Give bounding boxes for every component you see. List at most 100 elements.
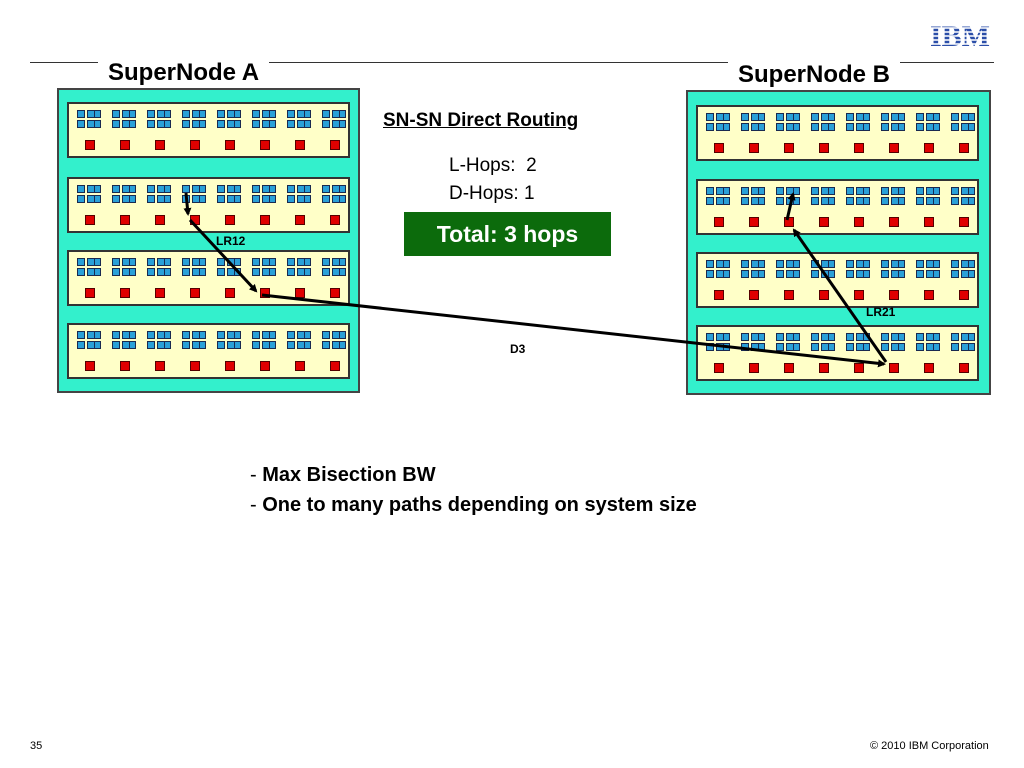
hub-module bbox=[260, 288, 270, 298]
hub-module bbox=[155, 215, 165, 225]
hub-module bbox=[819, 143, 829, 153]
processor-chip bbox=[856, 197, 864, 205]
processor-chip bbox=[112, 268, 120, 276]
hub-module bbox=[959, 363, 969, 373]
drawer bbox=[67, 250, 350, 306]
processor-chip bbox=[751, 197, 759, 205]
processor-chip bbox=[227, 341, 235, 349]
processor-chip bbox=[741, 260, 749, 268]
hub-module bbox=[330, 215, 340, 225]
processor-chip bbox=[706, 113, 714, 121]
processor-chip bbox=[856, 333, 864, 341]
processor-chip bbox=[192, 185, 200, 193]
processor-chip bbox=[821, 333, 829, 341]
processor-chip bbox=[227, 185, 235, 193]
processor-chip bbox=[322, 195, 330, 203]
processor-chip bbox=[821, 123, 829, 131]
processor-chip bbox=[87, 341, 95, 349]
hub-module bbox=[225, 215, 235, 225]
processor-chip bbox=[916, 123, 924, 131]
hub-module bbox=[889, 363, 899, 373]
processor-chip bbox=[716, 197, 724, 205]
processor-chip bbox=[786, 333, 794, 341]
processor-chip bbox=[262, 185, 270, 193]
hub-module bbox=[819, 290, 829, 300]
processor-chip bbox=[916, 260, 924, 268]
processor-chip bbox=[112, 120, 120, 128]
processor-chip bbox=[287, 268, 295, 276]
processor-chip bbox=[322, 185, 330, 193]
processor-chip bbox=[951, 343, 959, 351]
processor-chip bbox=[716, 260, 724, 268]
processor-chip bbox=[916, 113, 924, 121]
processor-chip bbox=[751, 343, 759, 351]
processor-chip bbox=[706, 270, 714, 278]
processor-chip bbox=[716, 187, 724, 195]
ibm-logo: IBM bbox=[925, 20, 995, 52]
processor-chip bbox=[77, 331, 85, 339]
drawer bbox=[67, 323, 350, 379]
hub-module bbox=[959, 143, 969, 153]
supernode-b bbox=[686, 90, 991, 395]
processor-chip bbox=[846, 123, 854, 131]
processor-chip bbox=[916, 333, 924, 341]
processor-chip bbox=[881, 187, 889, 195]
hub-module bbox=[190, 288, 200, 298]
processor-chip bbox=[182, 268, 190, 276]
processor-chip bbox=[916, 343, 924, 351]
hub-module bbox=[959, 290, 969, 300]
hub-module bbox=[260, 361, 270, 371]
processor-chip bbox=[811, 123, 819, 131]
hub-module bbox=[85, 215, 95, 225]
processor-chip bbox=[846, 260, 854, 268]
processor-chip bbox=[182, 110, 190, 118]
drawer bbox=[696, 252, 979, 308]
processor-chip bbox=[287, 120, 295, 128]
processor-chip bbox=[926, 197, 934, 205]
hub-module bbox=[295, 288, 305, 298]
processor-chip bbox=[217, 331, 225, 339]
processor-chip bbox=[916, 197, 924, 205]
drawer bbox=[696, 179, 979, 235]
processor-chip bbox=[741, 270, 749, 278]
hub-module bbox=[924, 217, 934, 227]
processor-chip bbox=[112, 195, 120, 203]
processor-chip bbox=[786, 260, 794, 268]
processor-chip bbox=[811, 187, 819, 195]
hub-module bbox=[225, 288, 235, 298]
processor-chip bbox=[961, 343, 969, 351]
hub-module bbox=[924, 290, 934, 300]
hub-module bbox=[120, 361, 130, 371]
processor-chip bbox=[881, 123, 889, 131]
processor-chip bbox=[147, 195, 155, 203]
processor-chip bbox=[122, 268, 130, 276]
hub-module bbox=[120, 215, 130, 225]
hub-module bbox=[190, 361, 200, 371]
processor-chip bbox=[77, 258, 85, 266]
processor-chip bbox=[262, 110, 270, 118]
processor-chip bbox=[112, 331, 120, 339]
processor-chip bbox=[846, 270, 854, 278]
processor-chip bbox=[217, 110, 225, 118]
hub-module bbox=[854, 217, 864, 227]
processor-chip bbox=[77, 341, 85, 349]
processor-chip bbox=[252, 195, 260, 203]
processor-chip bbox=[297, 258, 305, 266]
processor-chip bbox=[262, 331, 270, 339]
processor-chip bbox=[87, 331, 95, 339]
processor-chip bbox=[147, 120, 155, 128]
processor-chip bbox=[891, 113, 899, 121]
processor-chip bbox=[297, 120, 305, 128]
processor-chip bbox=[122, 341, 130, 349]
processor-chip bbox=[776, 260, 784, 268]
processor-chip bbox=[157, 120, 165, 128]
processor-chip bbox=[846, 333, 854, 341]
hub-module bbox=[155, 361, 165, 371]
total-hops-badge: Total: 3 hops bbox=[404, 212, 611, 256]
processor-chip bbox=[227, 268, 235, 276]
processor-chip bbox=[961, 260, 969, 268]
hub-module bbox=[120, 288, 130, 298]
processor-chip bbox=[227, 195, 235, 203]
processor-chip bbox=[332, 341, 340, 349]
processor-chip bbox=[706, 343, 714, 351]
